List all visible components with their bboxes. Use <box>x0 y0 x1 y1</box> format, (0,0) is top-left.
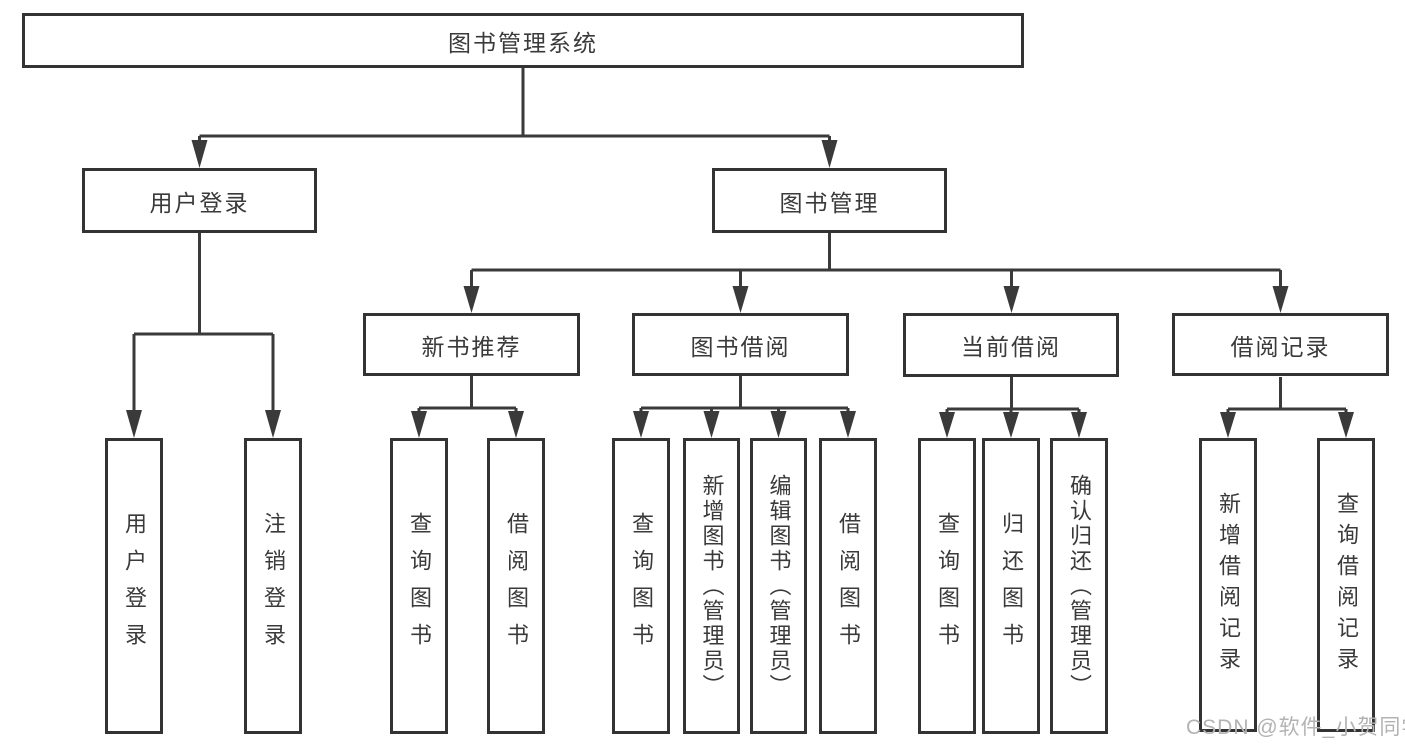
node-leaf-borrow-books-label: 借阅图书 <box>836 512 861 660</box>
node-leaf-edit-books-admin: 编辑图书（管理员） <box>750 438 807 734</box>
node-book-management: 图书管理 <box>712 168 947 233</box>
node-leaf-confirm-return-admin-label: 确认归还（管理员） <box>1067 473 1092 699</box>
node-root-system: 图书管理系统 <box>22 13 1024 68</box>
node-current-borrowing-label: 当前借阅 <box>961 334 1061 360</box>
node-leaf-query-borrow-record: 查询借阅记录 <box>1317 438 1375 732</box>
node-book-borrowing: 图书借阅 <box>632 313 849 376</box>
node-leaf-query-books-recommend-label: 查询图书 <box>407 512 432 660</box>
node-leaf-edit-books-admin-label: 编辑图书（管理员） <box>766 473 792 699</box>
node-new-book-recommend: 新书推荐 <box>363 313 580 376</box>
node-leaf-add-borrow-record-label: 新增借阅记录 <box>1216 492 1241 678</box>
node-leaf-user-login: 用户登录 <box>105 438 163 734</box>
node-leaf-return-books: 归还图书 <box>982 438 1040 734</box>
node-leaf-add-books-admin: 新增图书（管理员） <box>683 438 740 734</box>
csdn-watermark: CSDN @软件_小贺同学 <box>1186 716 1405 739</box>
node-leaf-user-login-label: 用户登录 <box>122 512 147 660</box>
node-leaf-query-books-borrow: 查询图书 <box>612 438 670 734</box>
node-current-borrowing: 当前借阅 <box>903 313 1119 377</box>
node-leaf-logout-label: 注销登录 <box>261 512 286 660</box>
node-leaf-confirm-return-admin: 确认归还（管理员） <box>1050 438 1108 734</box>
node-book-management-label: 图书管理 <box>779 189 880 216</box>
node-leaf-add-borrow-record: 新增借阅记录 <box>1199 438 1257 732</box>
node-user-login-label: 用户登录 <box>149 189 250 216</box>
node-leaf-borrow-books-recommend: 借阅图书 <box>487 438 545 734</box>
node-borrowing-records-label: 借阅记录 <box>1230 333 1331 360</box>
node-book-borrowing-label: 图书借阅 <box>690 333 791 360</box>
node-leaf-query-borrow-record-label: 查询借阅记录 <box>1334 492 1359 678</box>
node-user-login: 用户登录 <box>82 168 317 233</box>
node-leaf-query-books-borrow-label: 查询图书 <box>629 512 654 660</box>
node-new-book-recommend-label: 新书推荐 <box>421 333 522 360</box>
node-borrowing-records: 借阅记录 <box>1172 313 1389 376</box>
node-leaf-logout: 注销登录 <box>244 438 302 734</box>
node-leaf-query-books-recommend: 查询图书 <box>390 438 448 734</box>
node-leaf-borrow-books: 借阅图书 <box>819 438 877 734</box>
node-leaf-borrow-books-recommend-label: 借阅图书 <box>504 512 529 660</box>
node-leaf-query-books-current-label: 查询图书 <box>935 512 960 660</box>
node-leaf-return-books-label: 归还图书 <box>999 512 1024 660</box>
node-leaf-query-books-current: 查询图书 <box>918 438 976 734</box>
node-root-system-label: 图书管理系统 <box>448 29 598 56</box>
node-leaf-add-books-admin-label: 新增图书（管理员） <box>699 473 725 699</box>
